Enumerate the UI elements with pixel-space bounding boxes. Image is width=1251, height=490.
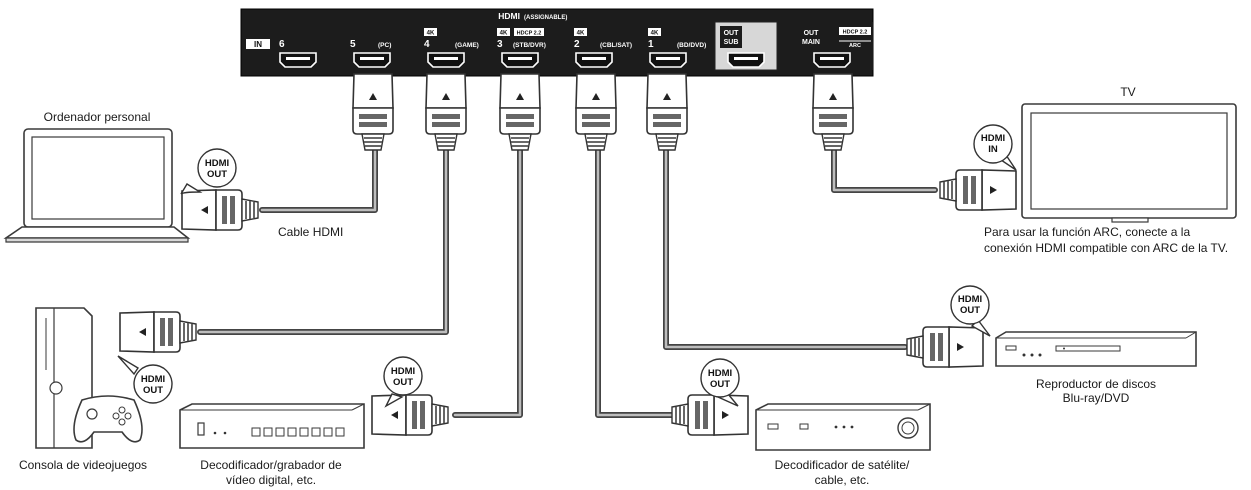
port-3-badge: 4K — [500, 31, 508, 37]
tv-icon — [1021, 103, 1237, 223]
port-6-num: 6 — [279, 39, 285, 50]
label-arc-note-line-1: Para usar la función ARC, conecte a la — [984, 225, 1190, 239]
label-game-console: Consola de videojuegos — [19, 458, 147, 472]
cables — [197, 147, 938, 418]
port-5-tag: (PC) — [378, 42, 391, 49]
hdmi-plug-port-4 — [425, 73, 467, 151]
port-3-num: 3 — [497, 39, 503, 50]
bubble-game-line-1: HDMI — [141, 374, 165, 385]
bubble-game-line-2: OUT — [143, 385, 163, 396]
bubble-bd-line-1: HDMI — [958, 294, 982, 305]
hdmi-plug-game-console — [119, 311, 197, 353]
bubble-bd-line-2: OUT — [960, 305, 980, 316]
dvr-box-icon — [179, 403, 365, 449]
hdmi-port-3[interactable] — [501, 52, 539, 68]
port-2-num: 2 — [574, 39, 580, 50]
label-bluray-line-2: Blu-ray/DVD — [1063, 391, 1130, 405]
label-pc: Ordenador personal — [44, 110, 151, 124]
bubble-pc-line-1: HDMI — [205, 158, 229, 169]
hdmi-port-5[interactable] — [353, 52, 391, 68]
label-satellite-line-2: cable, etc. — [815, 473, 870, 487]
port-3-tag: (STB/DVR) — [513, 42, 546, 49]
hdmi-plug-tv — [939, 169, 1017, 211]
bubble-game-console: HDMI OUT — [117, 355, 173, 404]
bubble-pc: HDMI OUT — [180, 148, 237, 195]
bluray-player-icon — [995, 331, 1197, 367]
hdmi-plug-port-1 — [646, 73, 688, 151]
in-badge: IN — [254, 40, 262, 49]
port-4-tag: (GAME) — [455, 42, 479, 49]
port-4-badge: 4K — [427, 31, 435, 37]
hdmi-plug-bluray — [906, 326, 984, 368]
panel-title-sub: (ASSIGNABLE) — [524, 15, 567, 21]
label-dvr-line-2: vídeo digital, etc. — [226, 473, 316, 487]
panel-title: HDMI — [498, 11, 520, 21]
port-1-tag: (BD/DVD) — [677, 42, 706, 49]
label-satellite-line-1: Decodificador de satélite/ — [775, 458, 910, 472]
out-main-hdcp-badge: HDCP 2.2 — [843, 30, 868, 36]
port-2-badge: 4K — [577, 31, 585, 37]
bubble-bluray: HDMI OUT — [950, 285, 991, 337]
hdmi-port-out-sub[interactable] — [727, 52, 765, 68]
hdmi-port-1[interactable] — [649, 52, 687, 68]
bubble-tv: HDMI IN — [973, 124, 1017, 171]
bubble-sat-line-1: HDMI — [708, 368, 732, 379]
hdmi-plug-pc — [181, 189, 259, 231]
bubble-dvr: HDMI OUT — [383, 356, 423, 408]
receiver-hdmi-panel: HDMI (ASSIGNABLE) IN 6 5 (PC) 4K 4 (GAME… — [240, 8, 874, 77]
hdmi-port-out-main[interactable] — [813, 52, 851, 68]
label-bluray-line-1: Reproductor de discos — [1036, 377, 1156, 391]
hdmi-plug-port-2 — [575, 73, 617, 151]
bubble-tv-line-1: HDMI — [981, 133, 1005, 144]
label-tv: TV — [1120, 85, 1135, 99]
hdmi-port-4[interactable] — [427, 52, 465, 68]
out-sub-label-2: SUB — [724, 39, 739, 46]
port-5-num: 5 — [350, 39, 356, 50]
hdmi-plug-dvr — [371, 394, 449, 436]
laptop-icon — [3, 128, 191, 243]
out-main-label-2: MAIN — [802, 39, 820, 46]
port-1-num: 1 — [648, 39, 654, 50]
out-sub-label-1: OUT — [724, 30, 740, 37]
bubble-sat-line-2: OUT — [710, 379, 730, 390]
hdmi-plug-port-5 — [352, 73, 394, 151]
arc-label: ARC — [849, 43, 861, 49]
hdmi-port-2[interactable] — [575, 52, 613, 68]
port-1-badge: 4K — [651, 31, 659, 37]
game-controller-icon — [73, 395, 143, 443]
port-2-tag: (CBL/SAT) — [600, 42, 632, 49]
label-dvr-line-1: Decodificador/grabador de — [200, 458, 342, 472]
label-cable-hdmi: Cable HDMI — [278, 225, 343, 239]
port-3-hdcp-badge: HDCP 2.2 — [517, 31, 542, 37]
out-main-label-1: OUT — [804, 30, 820, 37]
hdmi-plug-satellite — [671, 394, 749, 436]
satellite-box-icon — [755, 403, 931, 451]
bubble-tv-line-2: IN — [988, 144, 998, 155]
bubble-satellite: HDMI OUT — [700, 358, 740, 407]
bubble-dvr-line-1: HDMI — [391, 366, 415, 377]
hdmi-plug-port-3 — [499, 73, 541, 151]
port-4-num: 4 — [424, 39, 430, 50]
bubble-pc-line-2: OUT — [207, 169, 227, 180]
hdmi-port-6[interactable] — [279, 52, 317, 68]
bubble-dvr-line-2: OUT — [393, 377, 413, 388]
label-arc-note-line-2: conexión HDMI compatible con ARC de la T… — [984, 241, 1228, 255]
hdmi-plug-out-main — [812, 73, 854, 151]
